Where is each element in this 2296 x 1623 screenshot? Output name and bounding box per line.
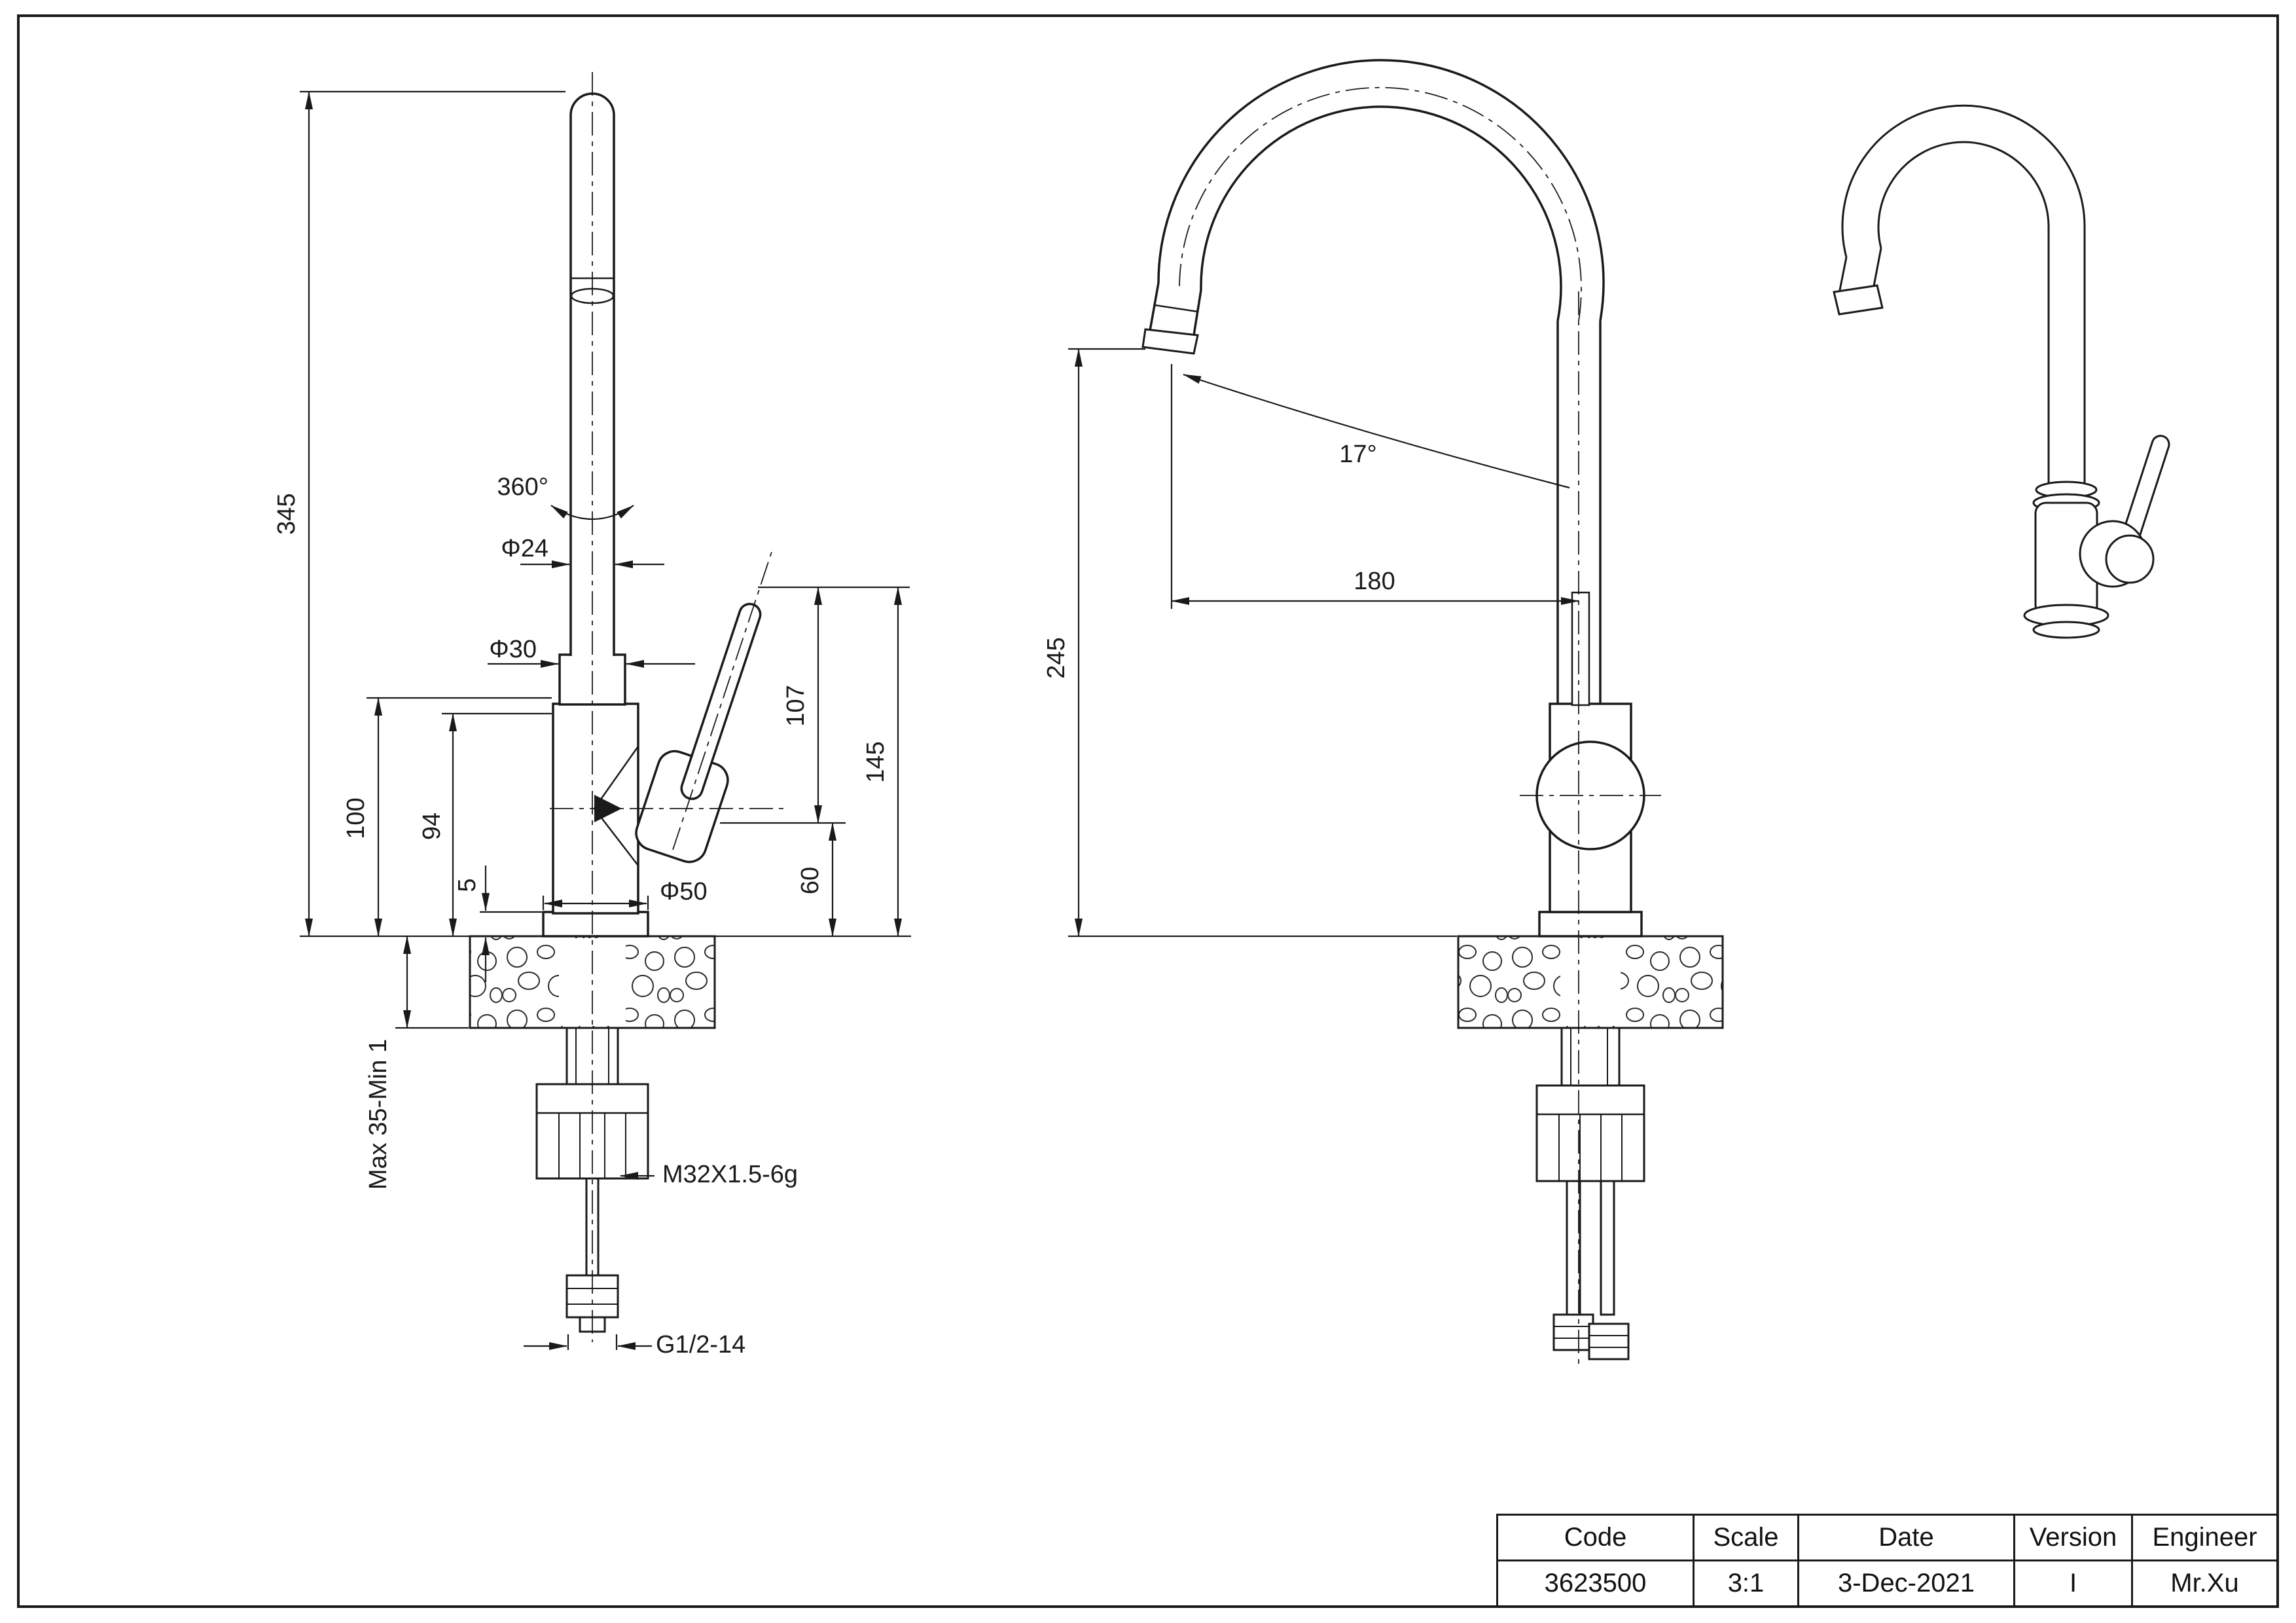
gooseneck-inner-front (1200, 105, 1562, 321)
dim-shank-thread: M32X1.5-6g (662, 1161, 798, 1188)
title-value-scale: 3:1 (1693, 1559, 1799, 1607)
dim-spout-reach: 180 (1354, 568, 1395, 595)
perspective-view (1833, 104, 2170, 639)
base-perspective (2032, 621, 2100, 639)
dim-spout-angle: 17° (1339, 441, 1376, 468)
hose-fitting-1 (1552, 1313, 1594, 1351)
title-header-date: Date (1797, 1514, 2015, 1561)
handle-boss-side (635, 750, 729, 864)
title-header-version: Version (2013, 1514, 2133, 1561)
dim-spout-diameter: Φ24 (501, 535, 548, 562)
dim-base-diameter: Φ50 (660, 878, 708, 905)
title-value-code: 3623500 (1496, 1559, 1695, 1607)
title-value-version: I (2013, 1559, 2133, 1607)
dim-handle-pivot-height: 60 (797, 867, 824, 894)
dim-collar-diameter: Φ30 (489, 636, 537, 663)
base-flange-side (542, 911, 649, 938)
title-block-header-row: Code Scale Date Version Engineer (1496, 1514, 2278, 1561)
title-block-value-row: 3623500 3:1 3-Dec-2021 I Mr.Xu (1496, 1559, 2278, 1607)
dim-handle-length: 107 (782, 685, 810, 726)
title-value-engineer: Mr.Xu (2131, 1559, 2278, 1607)
title-header-code: Code (1496, 1514, 1695, 1561)
dimension-labels: 345 360° Φ24 Φ30 100 94 5 Φ50 107 60 145… (273, 441, 1395, 1359)
base-flange-front (1538, 911, 1643, 938)
gooseneck-outer-front (1157, 59, 1605, 321)
dim-base-plate-height: 5 (454, 878, 481, 892)
hose-fitting-2 (1588, 1322, 1630, 1360)
dim-spout-height: 245 (1043, 637, 1070, 678)
handle-knob-perspective (2105, 534, 2155, 584)
title-block: Code Scale Date Version Engineer 3623500… (1496, 1514, 2278, 1607)
title-header-engineer: Engineer (2131, 1514, 2278, 1561)
dim-inlet-thread: G1/2-14 (656, 1331, 745, 1359)
dimension-lines (300, 90, 1579, 1350)
front-view (1141, 59, 1724, 1360)
title-header-scale: Scale (1693, 1514, 1799, 1561)
dim-body-height-outer: 100 (342, 797, 370, 839)
dim-handle-tip-height: 145 (862, 741, 889, 782)
dim-deck-thickness-range: Max 35-Min 1 (365, 1039, 392, 1190)
aerator-perspective (1833, 284, 1884, 316)
dim-swivel-angle: 360° (497, 473, 548, 501)
side-view (469, 92, 762, 1333)
centerlines (550, 72, 1661, 1368)
dim-overall-height: 345 (273, 493, 300, 534)
aerator-front (1141, 328, 1199, 355)
handle-lever-side (680, 602, 762, 800)
mounting-nut-front (1535, 1084, 1645, 1182)
dim-body-height-inner: 94 (418, 812, 446, 840)
title-value-date: 3-Dec-2021 (1797, 1559, 2015, 1607)
page-border (17, 14, 2279, 1608)
